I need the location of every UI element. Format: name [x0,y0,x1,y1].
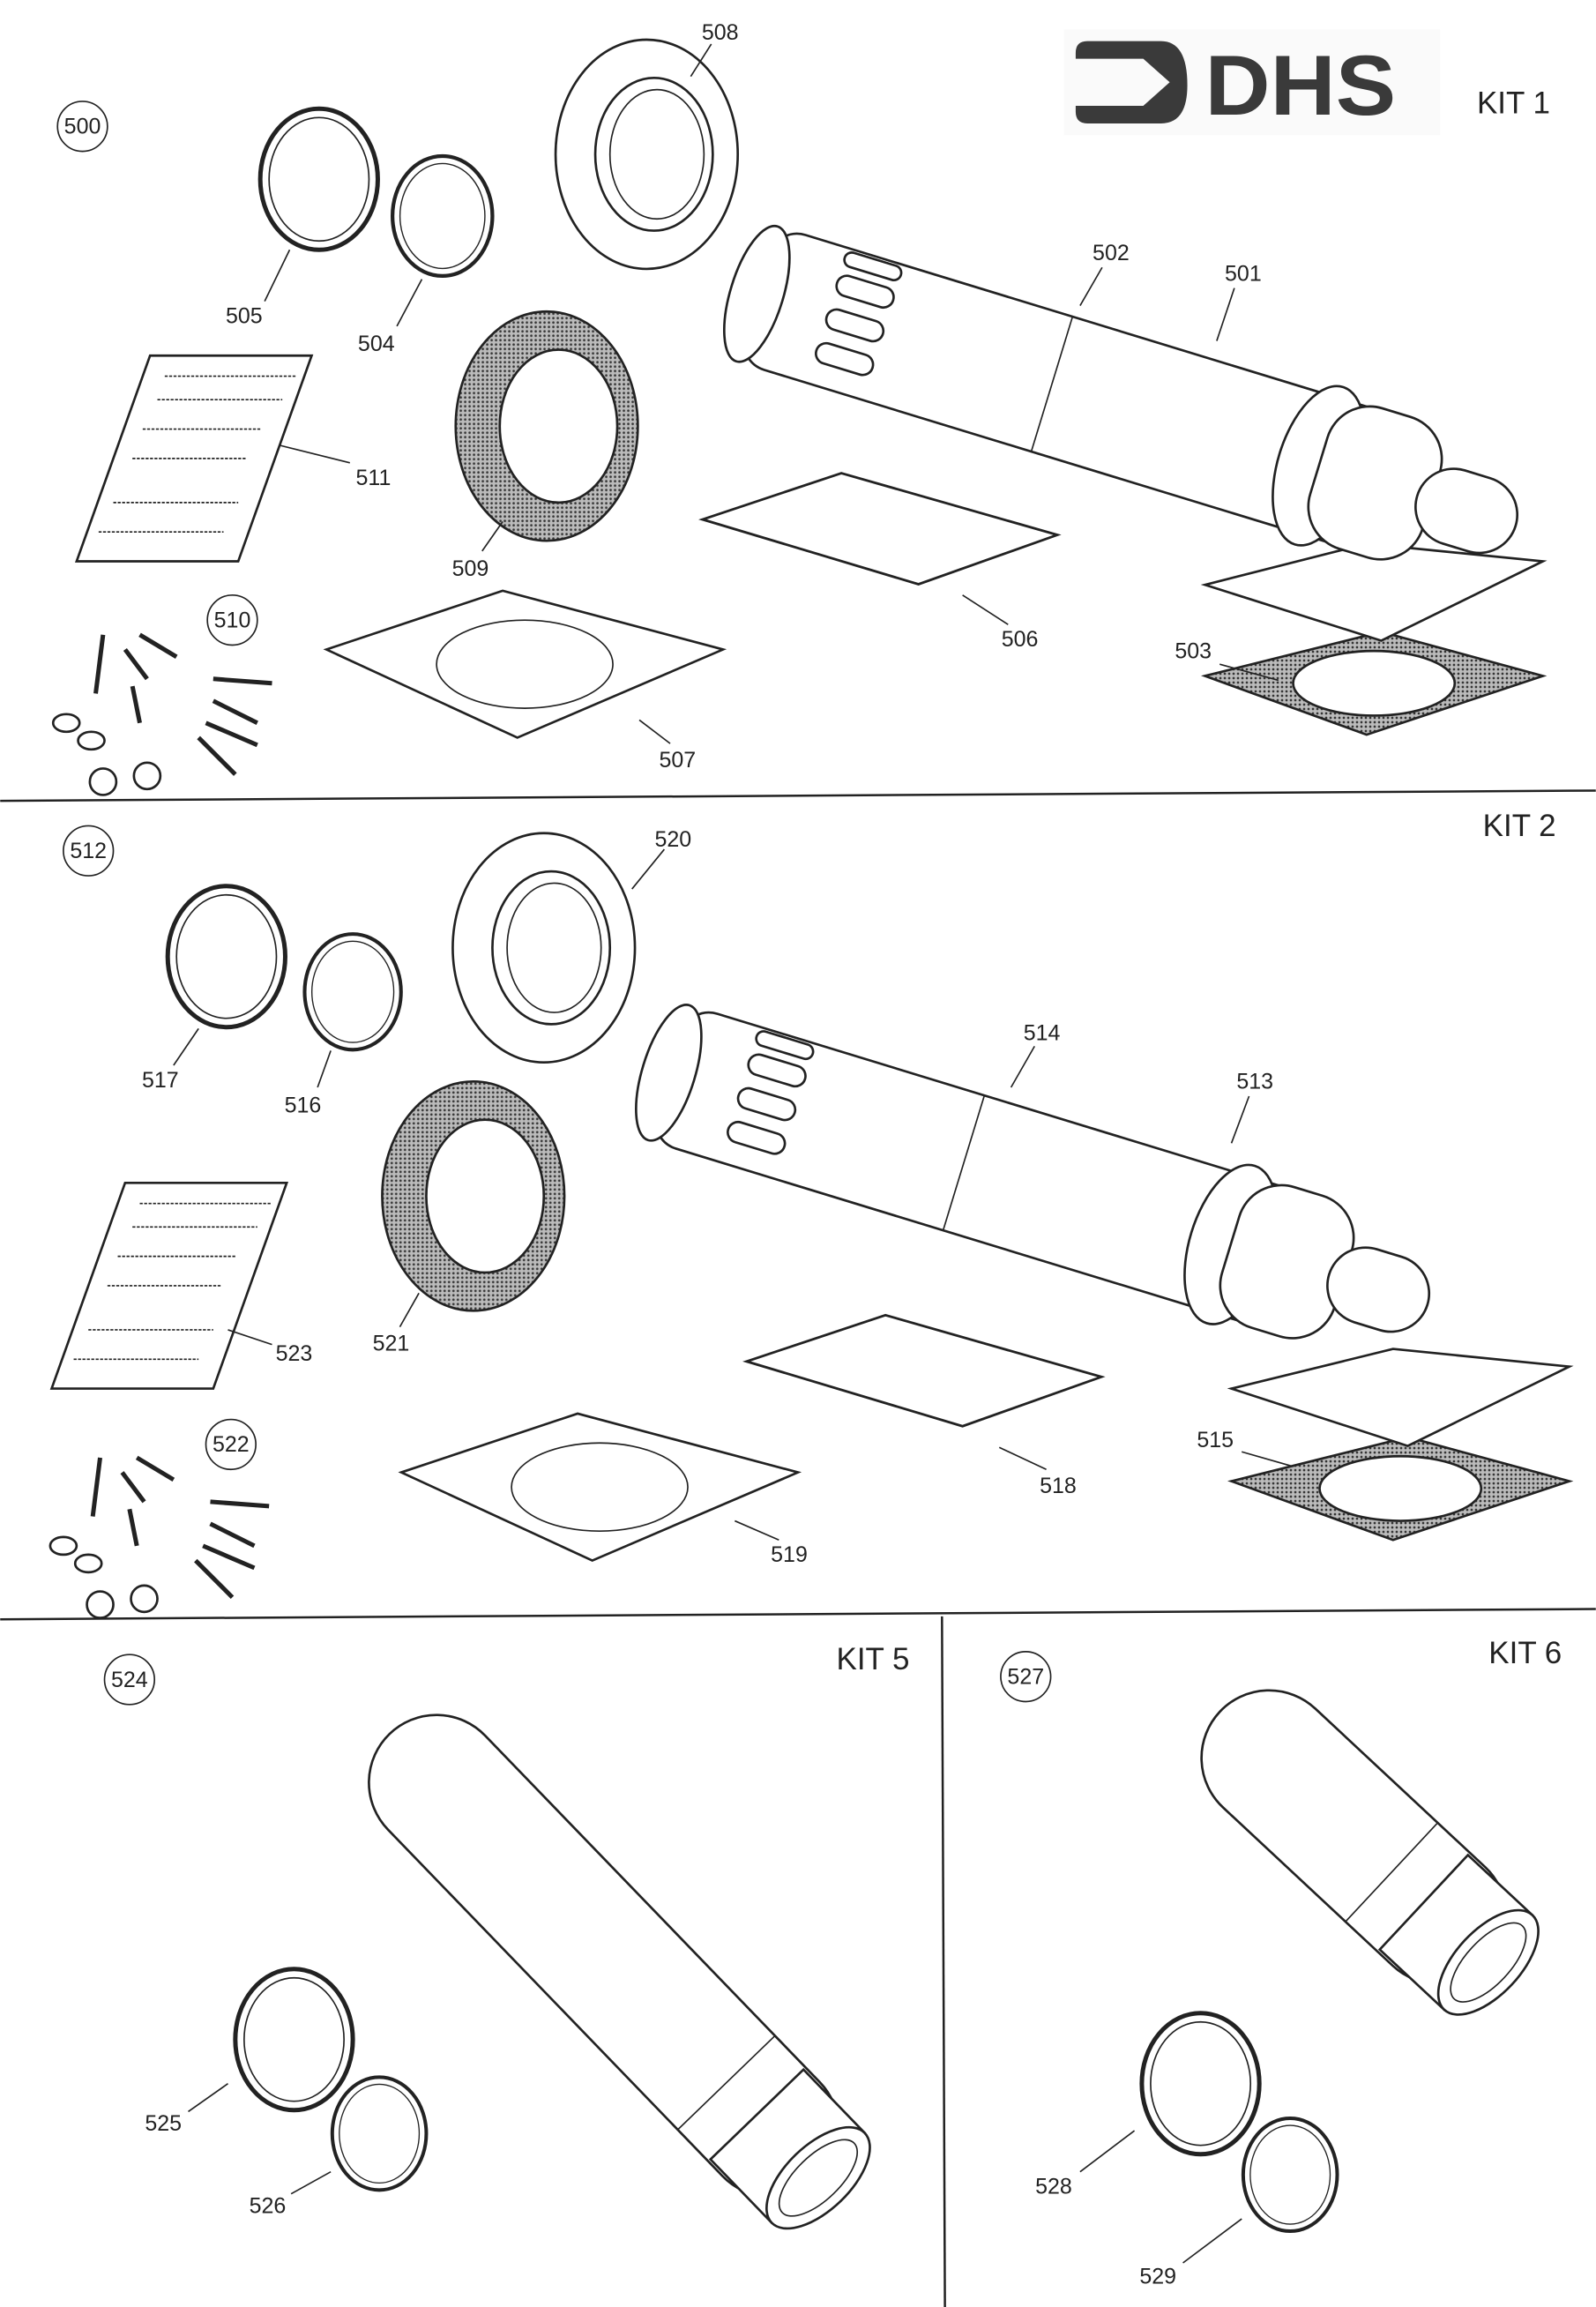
kit-title: KIT 2 [1483,809,1556,843]
fixings-522 [50,1458,269,1618]
kit-5: KIT 5 524 525 526 [103,1642,909,2230]
section-divider [941,1616,946,2307]
cover-plate-518 [745,1313,1103,1428]
part-label: 521 [373,1331,410,1355]
kit-1: DHS KIT 1 500 508 505 504 511 509 510 50… [53,20,1550,795]
part-label: 516 [285,1093,322,1117]
seal-ring-504 [392,156,492,276]
wall-plate-508 [554,38,740,271]
part-label: 501 [1225,261,1262,286]
part-label: 526 [250,2193,287,2218]
kit-2: KIT 2 512 520 517 516 514 513 523 521 52… [50,809,1574,1618]
part-label: 522 [213,1432,250,1457]
seal-ring-529 [1241,2117,1339,2234]
part-label: 505 [226,304,263,329]
part-label: 508 [702,20,739,45]
part-label: 523 [276,1341,313,1366]
split-plate-507 [324,589,725,739]
flange-plate [1200,542,1548,642]
fixings-510 [53,635,272,795]
gasket-503 [1204,631,1545,736]
gasket-515 [1230,1436,1571,1542]
foam-plate-509 [454,310,639,542]
part-label: 507 [660,748,697,773]
svg-text:DHS: DHS [1205,39,1397,133]
part-label: 513 [1236,1070,1273,1094]
part-label: 504 [358,332,395,356]
seal-ring-517 [168,886,285,1027]
part-label: 510 [214,608,251,632]
split-plate-519 [399,1412,800,1562]
part-label: 518 [1040,1474,1077,1498]
part-label: 520 [655,827,692,852]
seal-ring-525 [235,1969,353,2110]
terminal-pipe-513 [618,985,1453,1385]
kit-6: KIT 6 527 528 529 [1000,1636,1562,2288]
seal-ring-505 [260,108,377,250]
seal-ring-526 [330,2075,429,2192]
part-label: 525 [145,2111,182,2136]
part-label: 515 [1197,1428,1234,1452]
kit-ref: 527 [1007,1665,1044,1690]
part-label: 503 [1175,638,1212,663]
kit-title: KIT 5 [836,1642,909,1676]
instructions-511 [75,354,313,563]
wall-plate-520 [451,832,637,1064]
instructions-523 [50,1181,288,1390]
kit-title: KIT 6 [1488,1636,1562,1670]
flange-plate [1227,1348,1574,1448]
part-label: 528 [1035,2175,1072,2199]
part-label: 502 [1093,241,1130,265]
seal-ring-528 [1142,2013,1259,2154]
part-label: 519 [771,1542,808,1567]
seal-ring-516 [304,934,400,1049]
kit-ref: 512 [70,839,107,863]
part-label: 506 [1002,627,1039,652]
cover-plate-506 [701,472,1059,586]
part-label: 511 [356,466,392,490]
part-label: 514 [1024,1021,1061,1046]
part-label: 517 [142,1068,179,1093]
extension-pipe [1200,1689,1540,2016]
section-divider [0,1608,1596,1621]
extension-pipe [368,1713,871,2230]
kit-ref: 500 [64,115,101,139]
part-label: 509 [452,556,489,581]
dhs-logo: DHS [1063,29,1441,136]
foam-plate-521 [381,1080,566,1312]
section-divider [0,789,1596,803]
part-label: 529 [1139,2264,1176,2288]
kit-ref: 524 [111,1668,148,1692]
kit-title: KIT 1 [1477,86,1550,120]
